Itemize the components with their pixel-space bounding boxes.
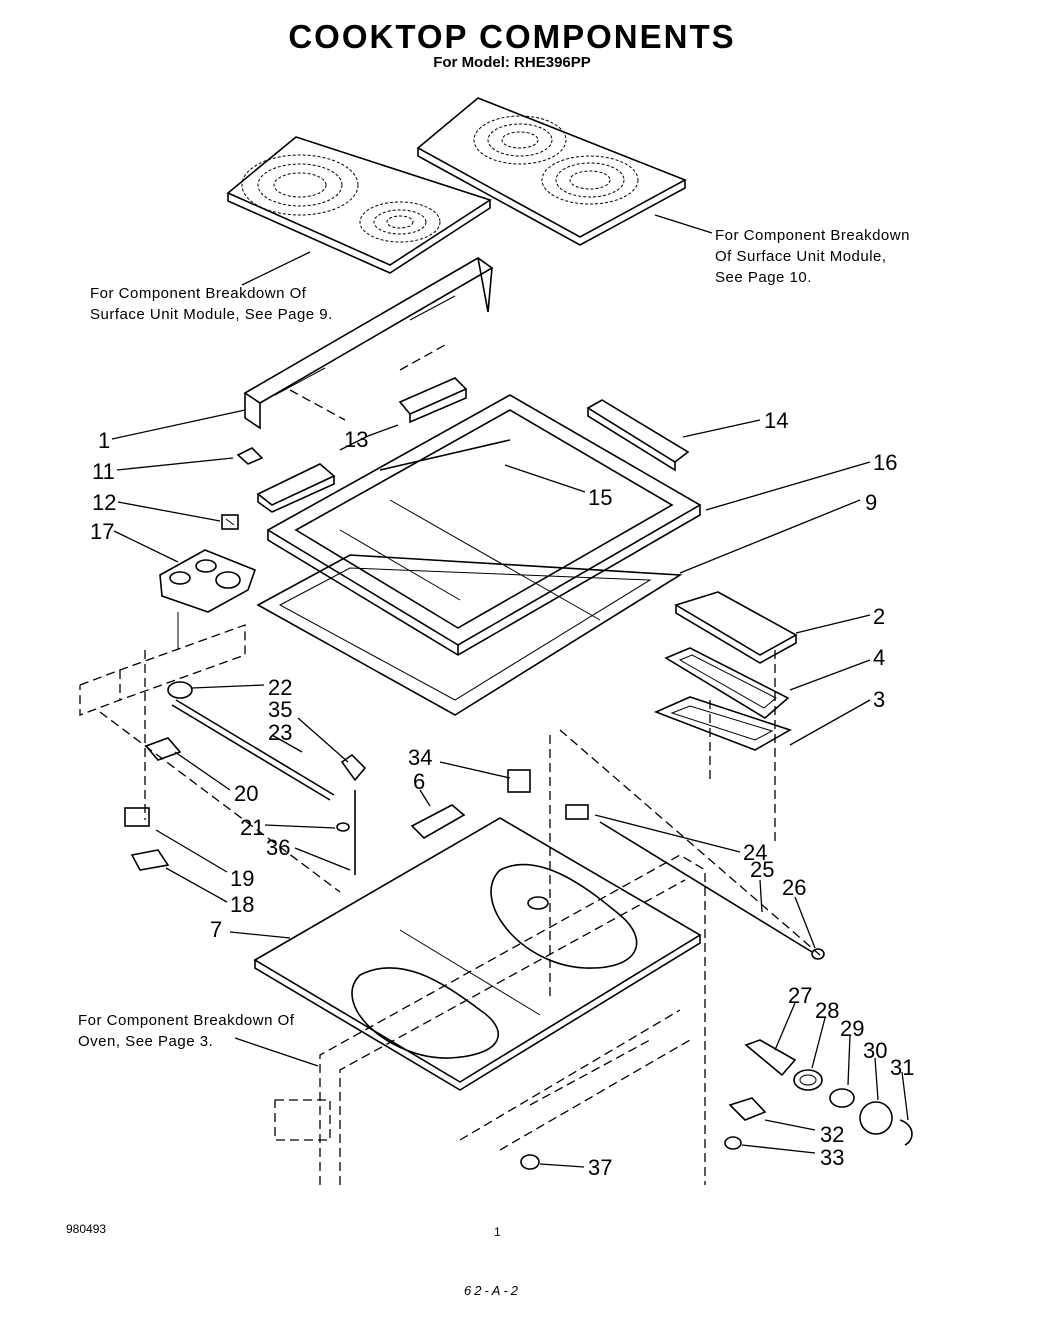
callout-22: 22 — [268, 675, 293, 700]
callout-26: 26 — [782, 875, 807, 900]
control-assembly — [159, 549, 257, 650]
main-frame — [266, 394, 702, 656]
callout-29: 29 — [840, 1016, 865, 1041]
callout-28: 28 — [815, 998, 840, 1023]
right-surface-unit-module — [416, 97, 687, 246]
vent-assembly — [653, 591, 798, 845]
note-line: For Component Breakdown Of — [78, 1012, 295, 1029]
note-surface-unit-page10: For Component Breakdown Of Surface Unit … — [715, 225, 910, 288]
note-line: Surface Unit Module, See Page 9. — [90, 306, 333, 323]
note-line: For Component Breakdown — [715, 227, 910, 244]
left-surface-unit-module — [226, 136, 492, 274]
callout-15: 15 — [588, 485, 613, 510]
lamp-socket-rod — [549, 729, 825, 1000]
note-surface-unit-page9: For Component Breakdown Of Surface Unit … — [90, 283, 333, 325]
callout-20: 20 — [234, 781, 259, 806]
footer-page-mark: 1 — [494, 1225, 501, 1239]
footer-signature: 62-A-2 — [464, 1283, 522, 1298]
callout-11: 11 — [92, 459, 115, 484]
hinge-rod-assembly — [144, 681, 367, 875]
footer-code: 980493 — [66, 1222, 107, 1236]
callout-14: 14 — [764, 408, 789, 433]
callout-9: 9 — [865, 490, 878, 515]
callout-4: 4 — [873, 645, 886, 670]
callout-37: 37 — [588, 1155, 613, 1180]
control-bracket — [243, 257, 494, 430]
callout-23: 23 — [268, 720, 293, 745]
callout-30: 30 — [863, 1038, 888, 1063]
callout-6: 6 — [413, 769, 426, 794]
callout-2: 2 — [873, 604, 886, 629]
callout-25: 25 — [750, 857, 775, 882]
callout-35: 35 — [268, 697, 293, 722]
callout-19: 19 — [230, 866, 255, 891]
phantom-bracket — [79, 624, 341, 893]
callout-1: 1 — [98, 428, 111, 453]
oven-phantom — [274, 854, 706, 1185]
model-line: For Model: RHE396PP — [433, 54, 591, 71]
callout-27: 27 — [788, 983, 813, 1008]
leader-lines — [111, 214, 909, 1168]
callout-16: 16 — [873, 450, 898, 475]
oven-light-assembly — [520, 1039, 913, 1170]
note-line: For Component Breakdown Of — [90, 285, 307, 302]
callout-12: 12 — [92, 490, 117, 515]
insulation-pan — [256, 554, 683, 716]
callout-7: 7 — [210, 917, 223, 942]
callout-21: 21 — [240, 815, 265, 840]
callout-18: 18 — [230, 892, 255, 917]
callout-32: 32 — [820, 1122, 845, 1147]
terminal-blocks — [256, 344, 468, 513]
note-line: Oven, See Page 3. — [78, 1033, 214, 1050]
plug-and-clip — [124, 807, 170, 871]
bracket-and-switch — [410, 769, 531, 839]
note-line: See Page 10. — [715, 269, 812, 286]
small-clips — [221, 447, 264, 530]
callout-24: 24 — [743, 840, 768, 865]
callout-3: 3 — [873, 687, 886, 712]
callout-36: 36 — [266, 835, 291, 860]
callout-31: 31 — [890, 1055, 915, 1080]
trim-strips — [379, 399, 690, 472]
callout-17: 17 — [90, 519, 115, 544]
note-oven-page3: For Component Breakdown Of Oven, See Pag… — [78, 1010, 294, 1052]
note-line: Of Surface Unit Module, — [715, 248, 887, 265]
callout-13: 13 — [344, 427, 369, 452]
page-title: COOKTOP COMPONENTS — [288, 18, 736, 55]
callout-33: 33 — [820, 1145, 845, 1170]
callout-34: 34 — [408, 745, 433, 770]
